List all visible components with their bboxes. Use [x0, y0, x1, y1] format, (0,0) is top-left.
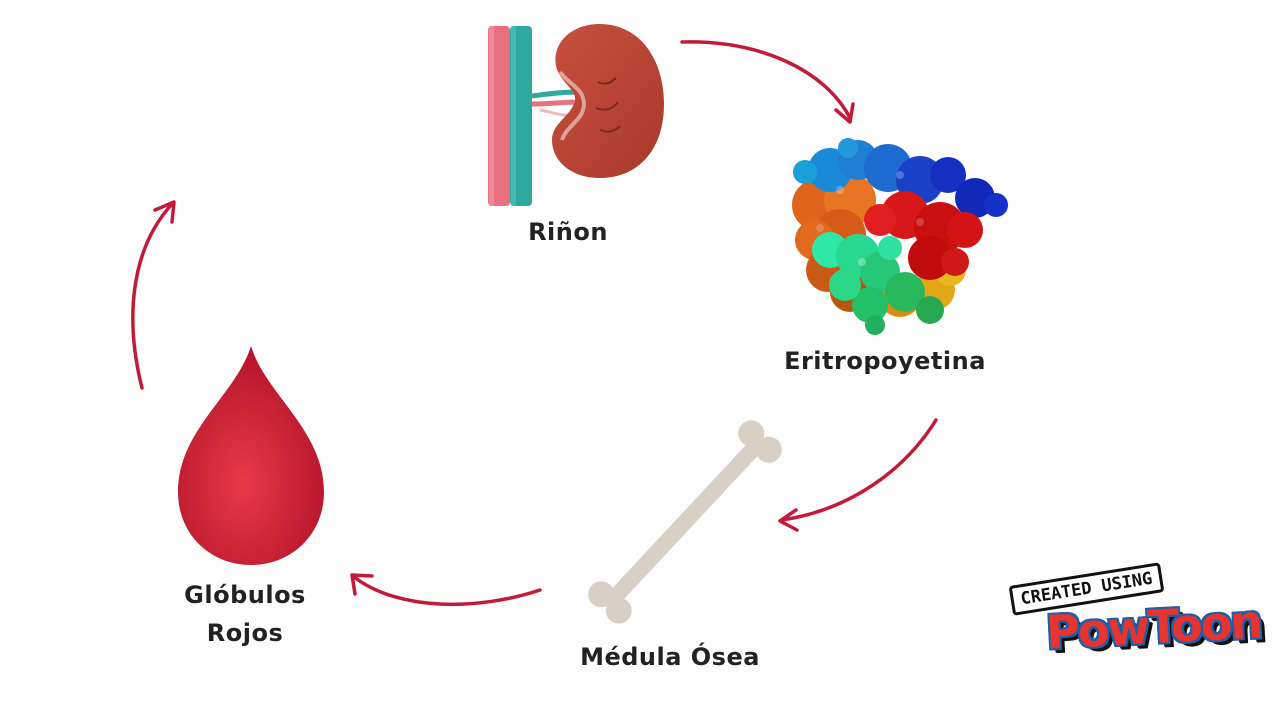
blood-drop-icon [178, 346, 324, 565]
powtoon-watermark: CREATED USING PowToon [1004, 560, 1262, 675]
cycle-arrows [131, 40, 938, 607]
label-globulos-rojos: Glóbulos Rojos [180, 576, 310, 652]
arrow-globulos-to-rinon [131, 202, 174, 390]
kidney-body [552, 24, 664, 178]
label-eritropoyetina: Eritropoyetina [784, 347, 986, 375]
label-globulos-line1: Glóbulos [184, 581, 306, 609]
label-medula-osea: Médula Ósea [580, 643, 760, 671]
kidney-icon [488, 24, 664, 206]
watermark-logo: PowToon [1044, 594, 1263, 660]
label-rinon: Riñon [528, 218, 608, 246]
arrow-medula-to-globulos [352, 575, 542, 607]
arrow-rinon-to-epo [680, 40, 852, 120]
bone-icon [588, 420, 782, 624]
arrow-epo-to-medula [780, 418, 938, 522]
protein-molecule-icon [792, 138, 1008, 335]
label-globulos-line2: Rojos [206, 619, 284, 647]
